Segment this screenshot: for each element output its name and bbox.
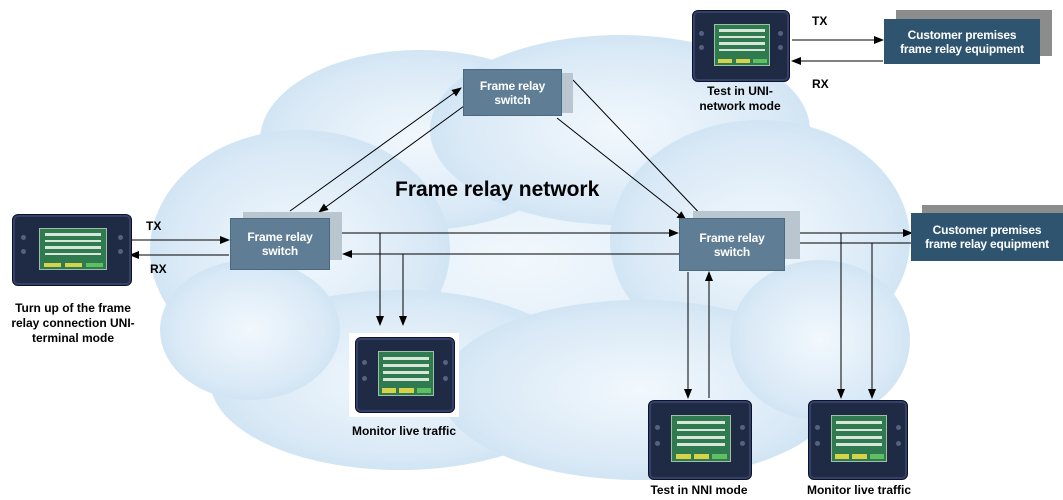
switch-label: switch: [261, 244, 299, 258]
top-to-left-arrow: [318, 105, 465, 213]
monitor-device-right: [808, 400, 908, 480]
top-rx-label: RX: [812, 77, 829, 91]
monitor-device-center: [355, 337, 455, 413]
left-rx-label: RX: [150, 262, 167, 276]
caption-line: Turn up of the frame: [15, 301, 131, 315]
top-tx-label: TX: [812, 14, 828, 28]
device-screen: [830, 415, 888, 463]
network-title: Frame relay network: [395, 178, 600, 201]
left-tester-caption: Turn up of the frame relay connection UN…: [4, 301, 142, 346]
center-monitor-caption: Monitor live traffic: [351, 424, 456, 438]
switch-label: Frame relay: [479, 78, 546, 93]
device-screen: [377, 351, 435, 397]
top-to-right-arrow-2: [556, 117, 687, 221]
cpe-label: Customer premises: [907, 27, 1017, 42]
caption-line: Test in UNI-: [707, 84, 773, 98]
device-screen: [714, 23, 770, 67]
device-screen: [671, 415, 731, 463]
caption-line: network mode: [699, 99, 781, 113]
left-tx-label: TX: [146, 219, 162, 233]
switch-label: Frame relay: [699, 230, 765, 245]
caption-line: relay connection UNI-: [11, 316, 135, 330]
switch-label: switch: [494, 92, 531, 107]
device-screen: [38, 227, 108, 271]
nni-tester-caption: Test in NNI mode: [650, 483, 748, 497]
right-monitor-caption: Monitor live traffic: [806, 483, 911, 497]
top-to-right-arrow-1: [572, 79, 707, 221]
test-device-nni: [648, 400, 752, 480]
switch-label: Frame relay: [247, 230, 313, 244]
top-tester-caption: Test in UNI- network mode: [690, 84, 790, 114]
switch-label: switch: [713, 244, 751, 259]
test-device-top: [692, 10, 790, 82]
cpe-label: frame relay equipment: [925, 237, 1049, 251]
test-device-left: [12, 214, 132, 286]
cpe-label: frame relay equipment: [900, 41, 1024, 56]
caption-line: terminal mode: [31, 331, 115, 345]
left-to-top-arrow: [289, 87, 462, 212]
cpe-label: Customer premises: [932, 223, 1042, 237]
